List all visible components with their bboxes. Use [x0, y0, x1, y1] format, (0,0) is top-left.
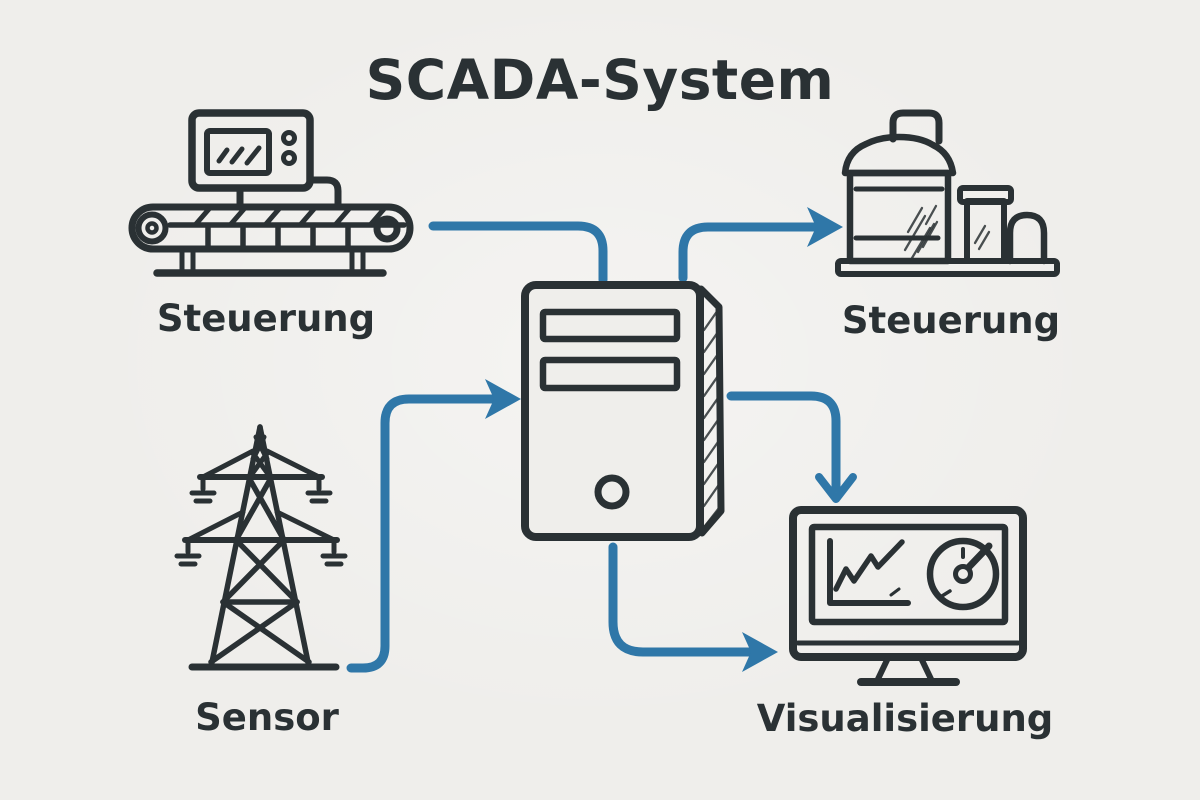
monitor-screen	[808, 523, 1009, 626]
drive-bay-slot	[539, 308, 681, 343]
monitor-frame	[789, 506, 1027, 661]
storage-tanks-icon	[835, 109, 1060, 277]
belt-legs	[153, 246, 387, 277]
label-visualisierung: Visualisierung	[756, 697, 1054, 740]
panel-button	[281, 150, 297, 166]
arrowhead-down-icon	[815, 473, 857, 503]
diagram-title: SCADA-System	[365, 48, 835, 112]
tank-pipe	[1006, 211, 1048, 265]
label-steuerung-right: Steuerung	[841, 299, 1061, 342]
belt	[128, 203, 414, 253]
pylon-lattice	[208, 434, 312, 665]
screen-slashes	[216, 145, 262, 166]
tank-platform	[835, 258, 1060, 277]
large-tank	[841, 109, 957, 265]
tower-side-panel	[697, 285, 725, 537]
belt-roller	[135, 211, 401, 245]
label-sensor: Sensor	[195, 696, 339, 739]
line-chart-icon	[827, 538, 911, 606]
monitor-dashboard-icon	[789, 506, 1027, 686]
power-button-icon	[594, 474, 630, 510]
arrow-server-to-monitor-left	[608, 542, 778, 672]
arrow-conveyor-to-server	[428, 221, 608, 285]
gauge-icon	[926, 537, 1000, 611]
panel-button	[281, 130, 297, 146]
power-pylon-icon	[174, 424, 348, 671]
computer-tower-icon	[521, 281, 725, 541]
small-tank	[957, 185, 1014, 264]
arrowhead-right-icon	[807, 207, 843, 247]
panel-pipe	[306, 176, 342, 210]
label-steuerung-left: Steuerung	[156, 297, 376, 340]
tank-hatching	[903, 204, 939, 260]
pylon-crossarm-lower	[174, 509, 348, 567]
arrowhead-right-icon	[742, 632, 778, 672]
arrow-sensor-to-server	[346, 379, 521, 673]
arrowhead-right-icon	[485, 379, 521, 419]
arrow-server-to-monitor-top	[726, 391, 857, 503]
monitor-stand	[857, 655, 960, 686]
control-panel	[188, 109, 342, 211]
pylon-crossarm-upper	[189, 448, 333, 504]
arrow-server-to-tanks	[678, 207, 843, 283]
drive-bay-slot	[539, 356, 681, 392]
tower-side-hatching	[702, 308, 721, 528]
tower-front	[521, 281, 704, 541]
conveyor-belt-icon	[128, 109, 414, 277]
